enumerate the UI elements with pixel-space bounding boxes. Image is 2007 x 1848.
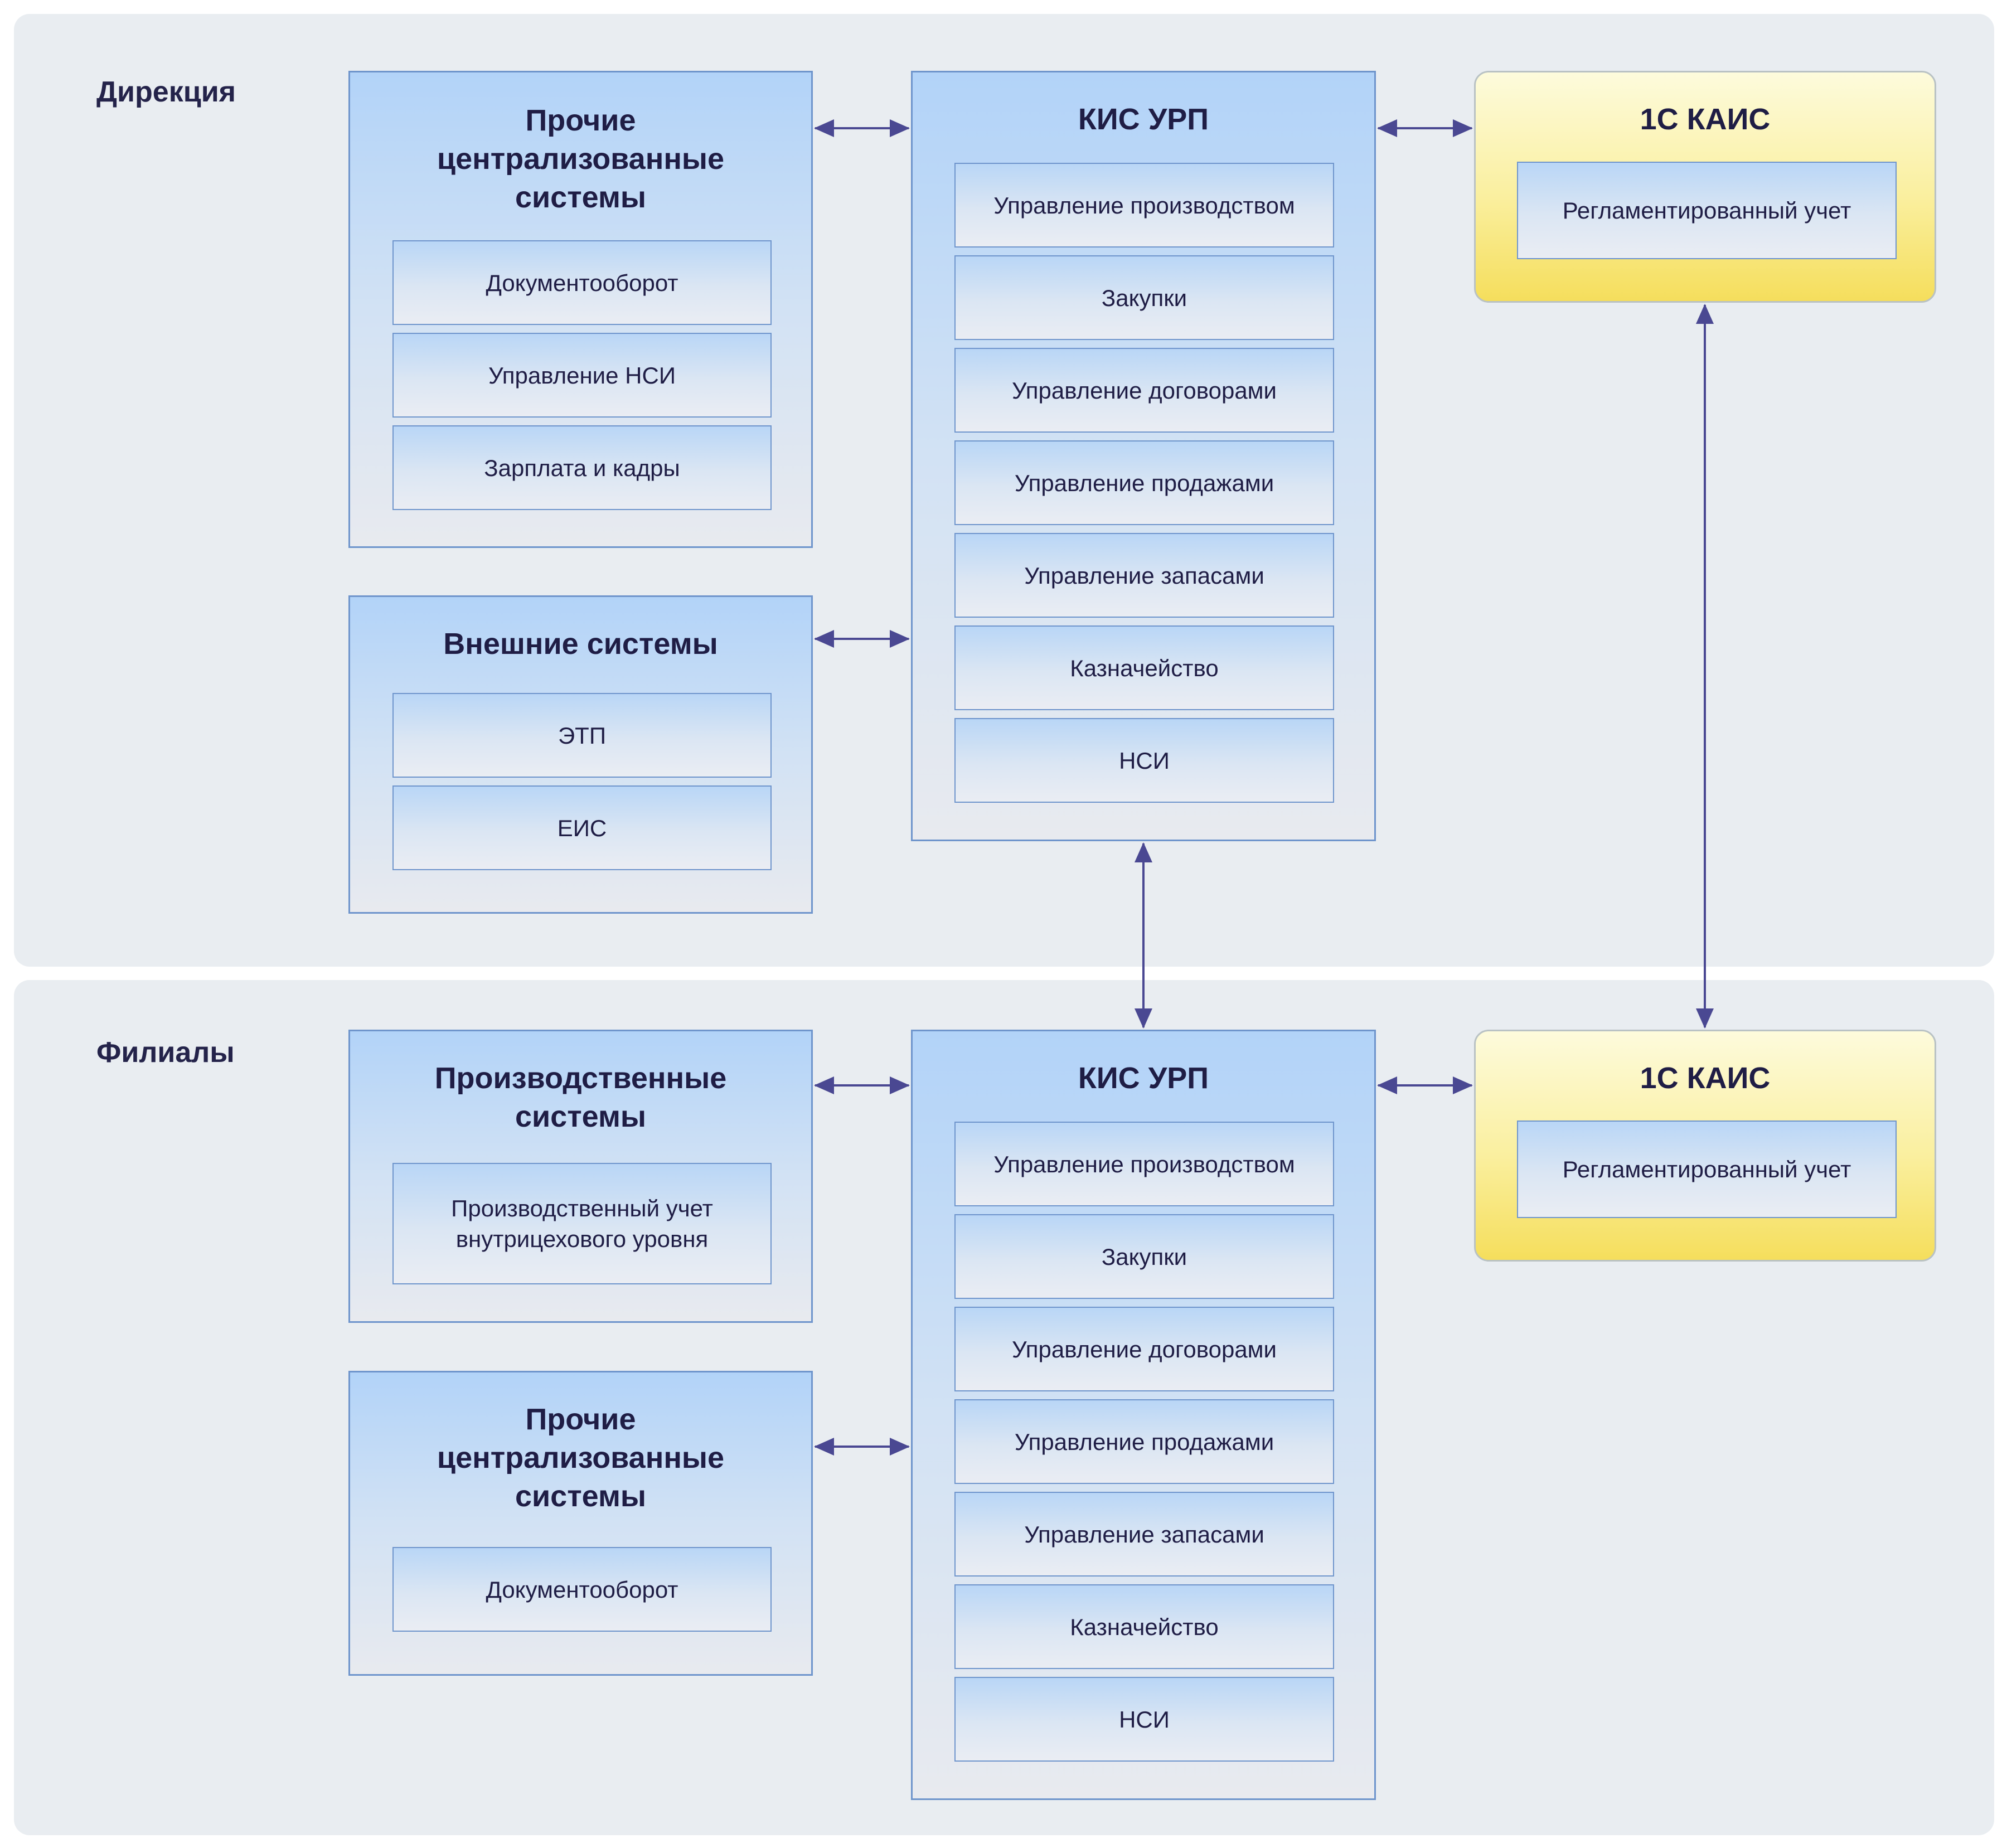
direction-1c-kais: 1С КАИС Регламентированный учет <box>1474 71 1936 303</box>
module-box: Управление продажами <box>954 440 1334 525</box>
branches-other-central-systems: Прочие централизованные системы Документ… <box>348 1371 813 1676</box>
module-box: Управление договорами <box>954 348 1334 433</box>
module-box: Регламентированный учет <box>1517 1121 1897 1218</box>
module-box: Управление запасами <box>954 1492 1334 1577</box>
module-box: Управление продажами <box>954 1399 1334 1484</box>
module-box: Управление НСИ <box>392 333 772 418</box>
module-box: Производственный учет внутрицехового уро… <box>392 1163 772 1284</box>
module-box: НСИ <box>954 718 1334 803</box>
system-title: 1С КАИС <box>1640 103 1771 136</box>
module-box: Управление производством <box>954 163 1334 248</box>
branches-1c-kais: 1С КАИС Регламентированный учет <box>1474 1030 1936 1262</box>
module-box: Зарплата и кадры <box>392 425 772 510</box>
module-box: Управление запасами <box>954 533 1334 618</box>
module-box: ЕИС <box>392 785 772 870</box>
system-title: Прочие централизованные системы <box>437 1403 725 1513</box>
branches-kis-urp: КИС УРП Управление производством Закупки… <box>911 1030 1376 1800</box>
system-title: КИС УРП <box>1078 1061 1209 1095</box>
system-title: КИС УРП <box>1078 103 1209 136</box>
module-box: Закупки <box>954 255 1334 340</box>
system-title: 1С КАИС <box>1640 1061 1771 1095</box>
module-box: Документооборот <box>392 1547 772 1632</box>
direction-other-central-systems: Прочие централизованные системы Документ… <box>348 71 813 548</box>
module-box: Управление договорами <box>954 1307 1334 1391</box>
system-title: Внешние системы <box>443 627 718 661</box>
module-box: Закупки <box>954 1214 1334 1299</box>
module-box: Документооборот <box>392 240 772 325</box>
module-box: НСИ <box>954 1677 1334 1762</box>
direction-kis-urp: КИС УРП Управление производством Закупки… <box>911 71 1376 841</box>
branches-production-systems: Производственные системы Производственны… <box>348 1030 813 1323</box>
region-label-branches: Филиалы <box>96 1036 235 1069</box>
system-title: Прочие централизованные системы <box>437 104 725 214</box>
region-label-direction: Дирекция <box>96 76 236 108</box>
system-title: Производственные системы <box>434 1061 727 1133</box>
module-box: Казначейство <box>954 1584 1334 1669</box>
module-box: Регламентированный учет <box>1517 162 1897 259</box>
module-box: Казначейство <box>954 625 1334 710</box>
module-box: ЭТП <box>392 693 772 778</box>
module-box: Управление производством <box>954 1122 1334 1206</box>
direction-external-systems: Внешние системы ЭТП ЕИС <box>348 595 813 914</box>
